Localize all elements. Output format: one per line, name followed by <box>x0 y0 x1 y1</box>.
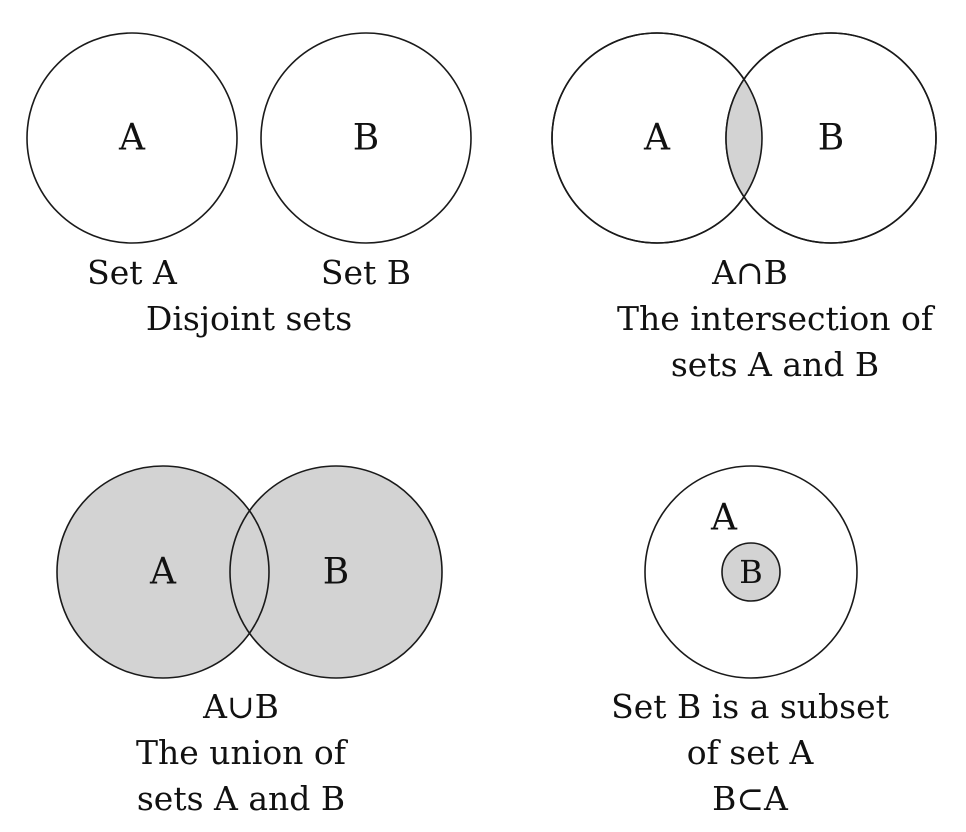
disjoint-label-a: A <box>118 118 146 159</box>
intersection-caption-line1: The intersection of <box>616 299 934 338</box>
disjoint-set-a-caption: Set A <box>87 253 177 292</box>
subset-inner-circle-b <box>721 542 781 602</box>
disjoint-circle-a <box>26 32 238 244</box>
union-caption-line1: The union of <box>135 733 347 772</box>
subset-label-b: B <box>739 553 763 591</box>
disjoint-label-b: B <box>353 118 379 159</box>
subset-caption-line2: of set A <box>686 733 814 772</box>
subset-notation: B⊂A <box>712 779 788 818</box>
union-circle-b-fill <box>230 466 442 678</box>
subset-diagram: A B <box>644 465 858 679</box>
union-circle-b <box>229 465 443 679</box>
disjoint-set-b-caption: Set B <box>320 253 412 292</box>
union-label-a: A <box>149 552 177 593</box>
intersection-circle-b-outline <box>725 32 937 244</box>
union-label-b: B <box>323 552 349 593</box>
union-caption-line2: sets A and B <box>136 779 346 818</box>
disjoint-sets-diagram: A B <box>26 32 472 244</box>
intersection-caption-line2: sets A and B <box>670 345 880 384</box>
union-notation: A∪B <box>203 687 279 726</box>
union-diagram: A B <box>56 465 443 679</box>
subset-label-a: A <box>710 498 738 539</box>
union-circle-a <box>56 465 270 679</box>
intersection-diagram: A B <box>551 32 937 244</box>
intersection-label-a: A <box>643 118 671 159</box>
intersection-circle-a-outline <box>551 32 763 244</box>
subset-caption-line1: Set B is a subset <box>611 687 889 726</box>
intersection-notation: A∩B <box>712 253 788 292</box>
intersection-label-b: B <box>818 118 844 159</box>
disjoint-sets-title: Disjoint sets <box>145 299 353 338</box>
disjoint-circle-b <box>260 32 472 244</box>
union-circle-a-fill <box>57 466 269 678</box>
